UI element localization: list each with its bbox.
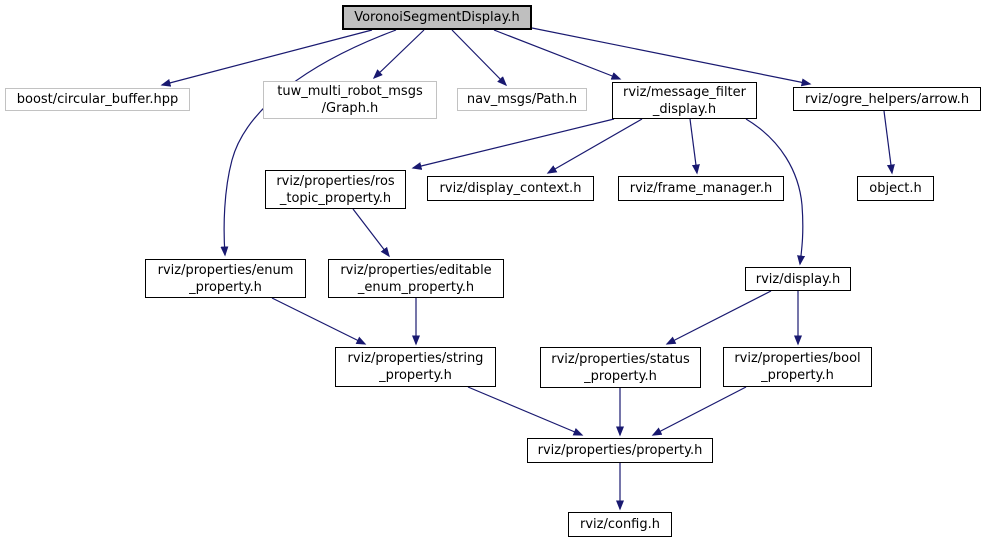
node-rviz-ogre-helpers-arrow[interactable]: rviz/ogre_helpers/arrow.h bbox=[793, 87, 981, 111]
edge-voronoi-graph bbox=[372, 29, 425, 80]
node-label: rviz/properties/string bbox=[347, 351, 484, 366]
node-label: _property.h bbox=[761, 368, 834, 383]
edge-enum-string bbox=[271, 297, 367, 345]
node-label: rviz/properties/property.h bbox=[537, 443, 703, 458]
node-label: _property.h bbox=[379, 368, 452, 383]
node-rviz-properties-string-property[interactable]: rviz/properties/string _property.h bbox=[335, 347, 496, 387]
node-label: _property.h bbox=[584, 368, 657, 384]
node-label: rviz/ogre_helpers/arrow.h bbox=[804, 91, 970, 107]
node-label: rviz/properties/status bbox=[551, 351, 690, 367]
edge-voronoi-msgfilter bbox=[493, 29, 622, 80]
edge-voronoi-arrow bbox=[531, 27, 812, 87]
edge-voronoi-path bbox=[451, 29, 508, 87]
node-label: rviz/frame_manager.h bbox=[629, 181, 773, 196]
node-label: rviz/properties/ros bbox=[276, 173, 395, 189]
node-rviz-frame-manager[interactable]: rviz/frame_manager.h bbox=[618, 176, 784, 201]
node-label: _enum_property.h bbox=[357, 279, 475, 295]
edge-bool-property bbox=[651, 386, 747, 436]
node-object[interactable]: object.h bbox=[857, 176, 934, 201]
node-label: rviz/config.h bbox=[579, 517, 660, 532]
node-rviz-properties-status-property[interactable]: rviz/properties/status _property.h bbox=[540, 347, 701, 388]
node-label: /Graph.h bbox=[321, 101, 379, 116]
edge-string-property bbox=[467, 386, 584, 436]
node-rviz-properties-bool-property[interactable]: rviz/properties/bool _property.h bbox=[723, 347, 872, 387]
node-label: rviz/properties/enum bbox=[157, 262, 294, 278]
node-rviz-properties-enum-property[interactable]: rviz/properties/enum _property.h bbox=[145, 259, 306, 298]
node-rviz-display[interactable]: rviz/display.h bbox=[745, 267, 851, 291]
edge-display-status bbox=[665, 290, 772, 345]
node-label: VoronoiSegmentDisplay.h bbox=[354, 10, 520, 25]
node-label: rviz/message_filter bbox=[622, 84, 747, 100]
node-label: rviz/properties/editable bbox=[340, 262, 492, 278]
edge-rostopic-editenum bbox=[352, 208, 390, 258]
node-label: nav_msgs/Path.h bbox=[466, 92, 578, 107]
node-label: _display.h bbox=[652, 101, 717, 117]
node-rviz-properties-ros-topic-property[interactable]: rviz/properties/ros _topic_property.h bbox=[265, 170, 406, 209]
edge-voronoi-enum bbox=[220, 29, 397, 257]
node-voronoi-segment-display: VoronoiSegmentDisplay.h bbox=[342, 5, 532, 30]
node-label: boost/circular_buffer.hpp bbox=[16, 92, 179, 107]
node-label: tuw_multi_robot_msgs bbox=[277, 84, 423, 99]
node-rviz-properties-property[interactable]: rviz/properties/property.h bbox=[527, 438, 713, 463]
node-rviz-properties-editable-enum-property[interactable]: rviz/properties/editable _enum_property.… bbox=[328, 259, 504, 298]
node-label: _topic_property.h bbox=[279, 190, 392, 206]
node-label: object.h bbox=[869, 181, 922, 196]
edge-msgfilter-display bbox=[745, 118, 806, 266]
edge-msgfilter-framemgr bbox=[689, 118, 700, 175]
node-tuw-multi-robot-msgs-graph: tuw_multi_robot_msgs /Graph.h bbox=[263, 81, 437, 119]
node-rviz-display-context[interactable]: rviz/display_context.h bbox=[427, 176, 594, 201]
node-boost-circular-buffer: boost/circular_buffer.hpp bbox=[5, 88, 190, 111]
node-label: rviz/display.h bbox=[755, 271, 841, 287]
edge-arrow-object bbox=[883, 110, 895, 175]
node-rviz-config[interactable]: rviz/config.h bbox=[568, 512, 672, 537]
node-nav-msgs-path: nav_msgs/Path.h bbox=[457, 88, 587, 111]
edge-msgfilter-dispctx bbox=[546, 118, 643, 174]
node-rviz-message-filter-display[interactable]: rviz/message_filter _display.h bbox=[612, 82, 757, 119]
node-label: _property.h bbox=[189, 279, 262, 295]
node-label: rviz/properties/bool bbox=[734, 351, 861, 366]
edge-msgfilter-rostopic bbox=[411, 118, 615, 170]
edge-voronoi-circ bbox=[160, 29, 373, 87]
node-label: rviz/display_context.h bbox=[439, 181, 582, 196]
